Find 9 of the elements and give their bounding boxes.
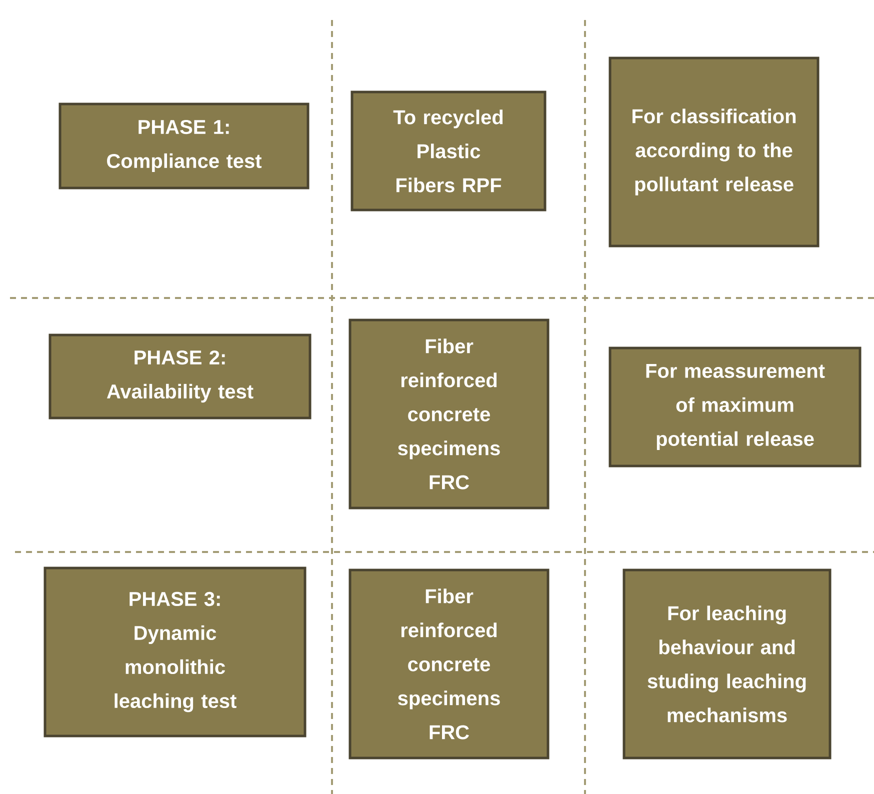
text-box: For leaching behaviour and studing leaching mechanisms [622,568,832,760]
text-box: PHASE 3: Dynamic monolithic leaching test [44,566,306,738]
text-box: Fiber reinforced concrete specimens FRC [348,568,550,760]
text-box: For classification according to the pollutant release [608,56,820,248]
text-box: To recycled Plastic Fibers RPF [350,90,546,212]
text-box: PHASE 1: Compliance test [58,102,310,190]
text-box: Fiber reinforced concrete specimens FRC [348,318,550,510]
text-box: For meassurement of maximum potential release [608,346,862,468]
text-box: PHASE 2: Availability test [48,334,312,420]
